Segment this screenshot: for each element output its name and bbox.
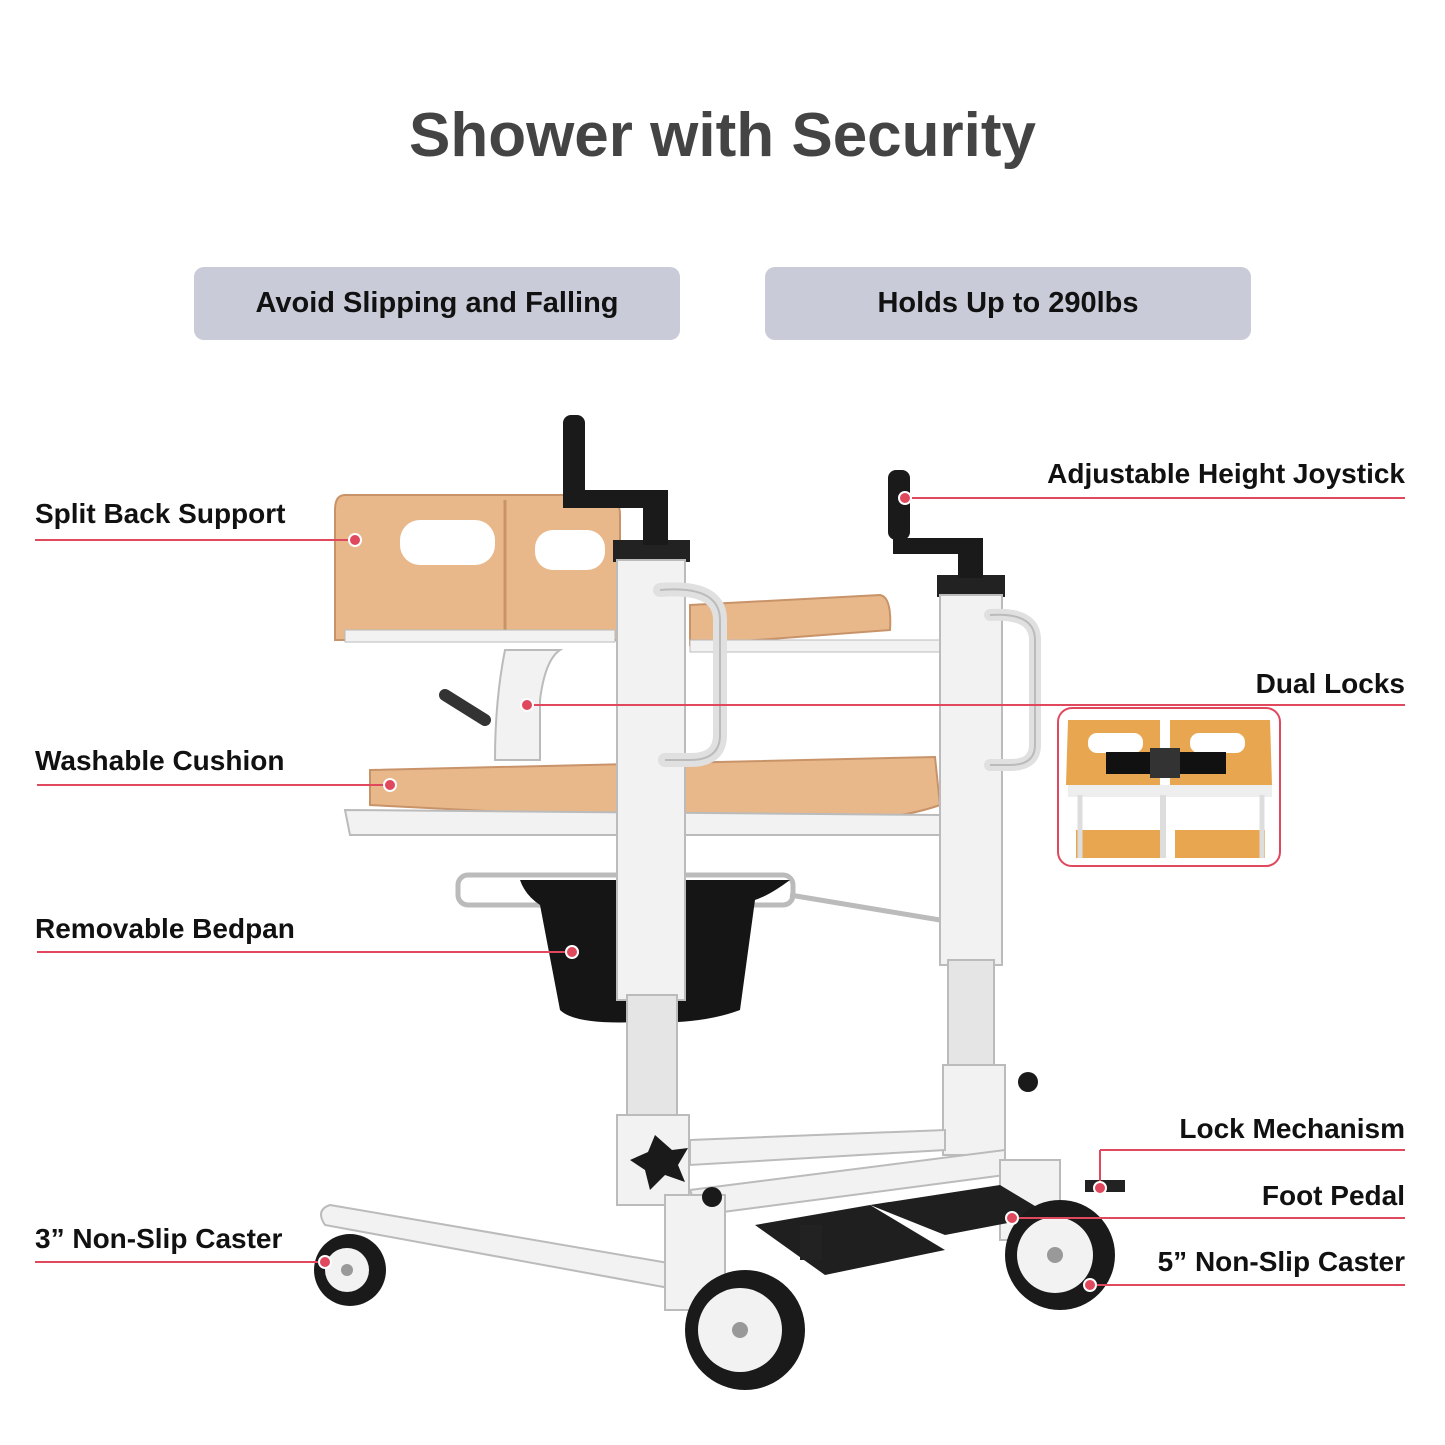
callout-3in-caster: 3” Non-Slip Caster: [35, 1223, 283, 1254]
callout-foot-pedal: Foot Pedal: [1261, 1180, 1405, 1211]
armrest-cushion: [689, 593, 892, 647]
page-title: Shower with Security: [408, 101, 1037, 170]
callout-adjustable-height-joystick: Adjustable Height Joystick: [1047, 458, 1405, 489]
arm-bar-left: [344, 629, 616, 643]
callout-removable-bedpan: Removable Bedpan: [35, 913, 295, 944]
callout-lines: [35, 497, 1405, 1286]
back-support: [334, 494, 621, 641]
caster-front-right: [1005, 1200, 1115, 1310]
callout-washable-cushion: Washable Cushion: [35, 745, 285, 776]
badge-avoid-slipping-text: Avoid Slipping and Falling: [255, 287, 619, 319]
arm-bar-right: [689, 639, 941, 653]
badge-weight-capacity-text: Holds Up to 290lbs: [877, 287, 1139, 319]
right-column: [937, 575, 1041, 1156]
callout-dual-locks: Dual Locks: [1255, 668, 1405, 699]
left-column: [613, 540, 727, 1206]
caster-small: [314, 1234, 386, 1306]
badge-weight-capacity: Holds Up to 290lbs: [765, 267, 1251, 340]
callout-5in-caster: 5” Non-Slip Caster: [1157, 1246, 1405, 1277]
badge-avoid-slipping: Avoid Slipping and Falling: [194, 267, 680, 340]
callout-markers: [318, 491, 1107, 1292]
bedpan: [455, 872, 941, 1023]
callout-split-back-support: Split Back Support: [35, 498, 286, 529]
caster-front-left: [685, 1270, 805, 1390]
dual-locks-inset: [1057, 707, 1281, 867]
callout-lock-mechanism: Lock Mechanism: [1179, 1113, 1405, 1144]
foot-pedal: [755, 1180, 1125, 1275]
joystick-handles: [563, 415, 983, 578]
